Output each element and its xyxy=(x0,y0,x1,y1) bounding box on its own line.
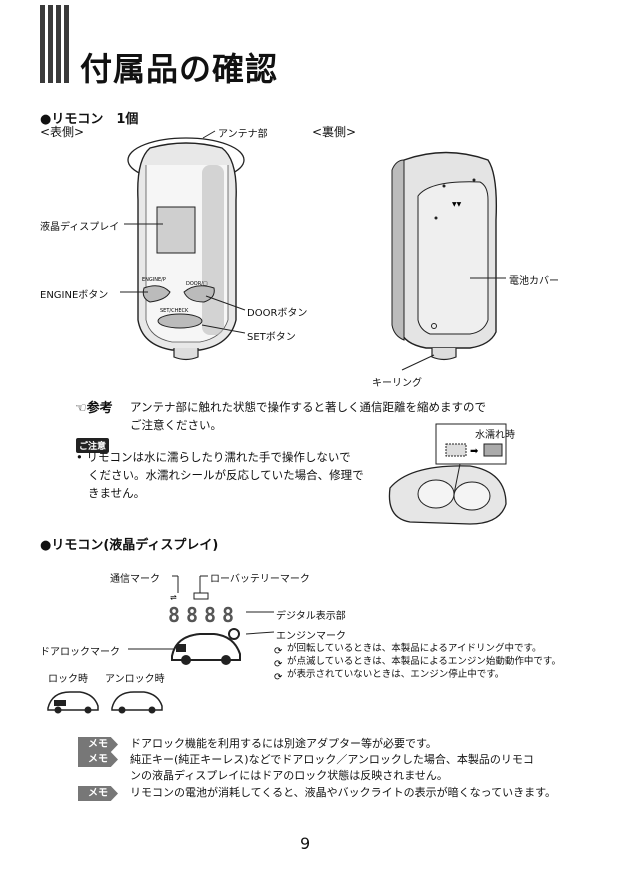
svg-text:8: 8 xyxy=(168,603,180,627)
door-button-callout: DOORボタン xyxy=(247,308,308,319)
engine-button-callout: ENGINEボタン xyxy=(40,290,109,301)
low-battery-callout: ローバッテリーマーク xyxy=(210,574,310,585)
remote-front-illustration: ENGINE/P DOOR/□ SET/CHECK ▼▼ xyxy=(120,130,506,371)
reference-icon: ☜ xyxy=(75,401,87,416)
antenna-callout: アンテナ部 xyxy=(218,129,268,140)
svg-text:8: 8 xyxy=(222,603,234,627)
lcd-heading: ●リモコン(液晶ディスプレイ) xyxy=(40,538,219,553)
front-side-label: <表側> xyxy=(40,125,85,139)
remote-heading: ●リモコン 1個 xyxy=(40,112,139,127)
comm-mark-callout: 通信マーク xyxy=(110,574,160,585)
reference-label: ☜参考 xyxy=(75,401,113,416)
back-side-label: <裏側> xyxy=(312,125,357,139)
engine-notes: が回転しているときは、本製品によるアイドリング中です。 が点滅しているときは、本… xyxy=(287,642,561,681)
caution-badge: ご注意 xyxy=(76,434,110,453)
battery-cover-callout: 電池カバー xyxy=(509,276,559,287)
memo-badge: メモ xyxy=(78,786,118,801)
battery-compartment-illustration: ➡ xyxy=(388,423,507,525)
door-lock-mark-callout: ドアロックマーク xyxy=(40,647,120,658)
svg-text:DOOR/□: DOOR/□ xyxy=(186,281,208,287)
memo-badge: メモ xyxy=(78,752,118,767)
memo-badge: メモ xyxy=(78,737,118,752)
engine-note-1: が回転しているときは、本製品によるアイドリング中です。 xyxy=(287,643,542,654)
engine-mark-callout: エンジンマーク xyxy=(276,631,346,642)
svg-text:⇌: ⇌ xyxy=(170,593,177,602)
caution-text: • リモコンは水に濡らしたり濡れた手で操作しないで ください。水濡れシールが反応… xyxy=(76,450,364,500)
digital-display-callout: デジタル表示部 xyxy=(276,611,346,622)
memo-text: リモコンの電池が消耗してくると、液晶やバックライトの表示が暗くなっていきます。 xyxy=(130,786,557,799)
lock-label: ロック時 xyxy=(48,674,88,685)
svg-text:8: 8 xyxy=(204,603,216,627)
lcd-callout: 液晶ディスプレイ xyxy=(40,222,120,233)
page-title: 付属品の確認 xyxy=(80,50,279,88)
svg-text:⟳: ⟳ xyxy=(274,672,283,683)
reference-text: アンテナ部に触れた状態で操作すると著しく通信距離を縮めますので ご注意ください。 xyxy=(130,400,487,432)
engine-note-3: が表示されていないときは、エンジン停止中です。 xyxy=(287,669,505,680)
page-number: 9 xyxy=(300,834,311,853)
engine-note-2: が点滅しているときは、本製品によるエンジン始動動作中です。 xyxy=(287,656,561,667)
svg-text:➡: ➡ xyxy=(470,446,479,457)
memo-text: ドアロック機能を利用するには別途アダプター等が必要です。 xyxy=(130,737,437,750)
svg-text:▼▼: ▼▼ xyxy=(452,201,462,208)
title-decoration-bars xyxy=(40,5,70,83)
svg-text:⟳: ⟳ xyxy=(274,646,283,657)
svg-text:8: 8 xyxy=(186,603,198,627)
svg-text:⟳: ⟳ xyxy=(274,659,283,670)
svg-text:ENGINE/P: ENGINE/P xyxy=(142,277,166,283)
key-ring-callout: キーリング xyxy=(372,378,422,389)
unlock-label: アンロック時 xyxy=(105,674,165,685)
set-button-callout: SETボタン xyxy=(247,332,296,343)
wet-label: 水濡れ時 xyxy=(475,430,515,441)
memo-text: 純正キー(純正キーレス)などでドアロック／アンロックした場合、本製品のリモコンの… xyxy=(130,753,534,782)
svg-text:SET/CHECK: SET/CHECK xyxy=(160,308,189,314)
